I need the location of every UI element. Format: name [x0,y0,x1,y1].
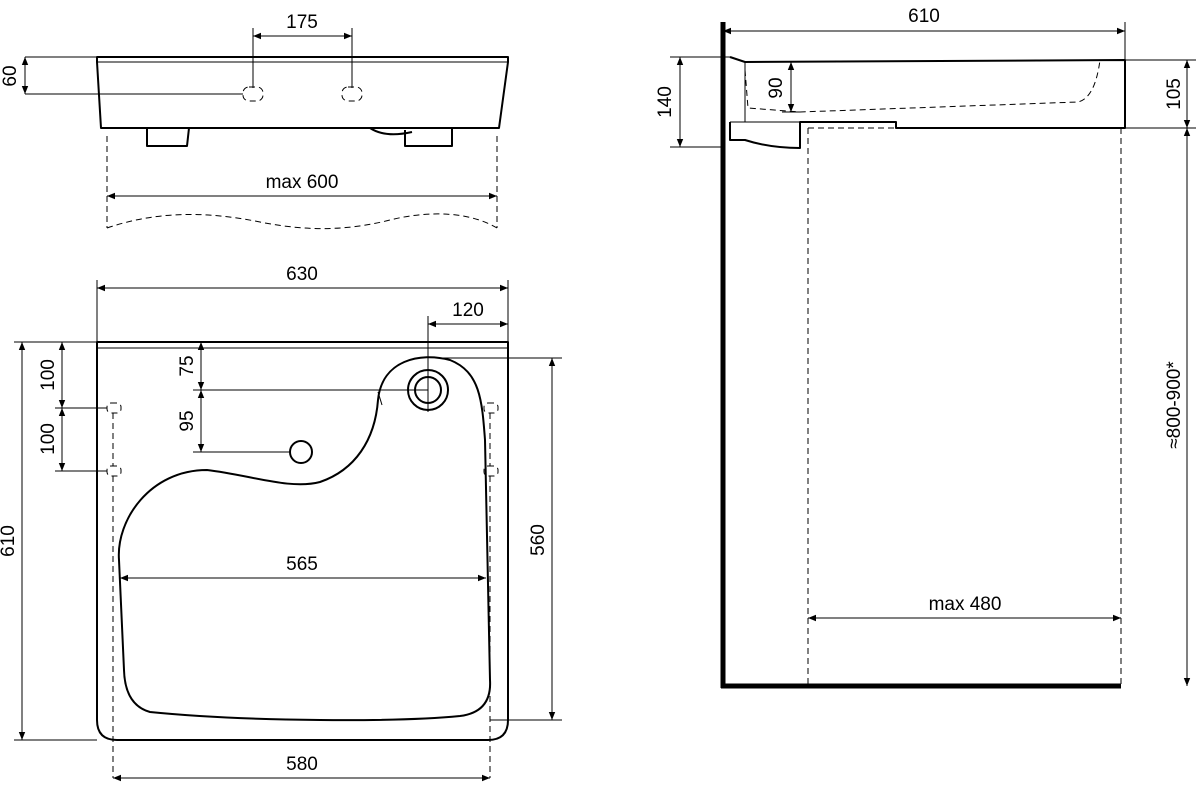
side-view: 610 140 90 105 ≈800-900* max 480 [655,6,1196,689]
dim-top-bracket-1: 100 [38,359,59,391]
top-bracket-hole-1 [106,402,122,414]
front-basin-outline [96,56,509,129]
dim-top-bottom-width: 580 [286,754,318,775]
dim-side-height: 140 [655,86,676,118]
front-left-foot [146,127,190,147]
dim-side-rim: 105 [1164,78,1185,110]
dim-top-inner-depth: 560 [528,524,549,556]
dim-front-height: 60 [0,65,21,86]
dim-top-depth: 610 [0,525,19,557]
front-right-foot [404,128,453,147]
dim-top-bowl-width: 565 [286,554,318,575]
dim-side-depth: 610 [908,6,940,27]
side-basin-outline [729,56,1126,149]
dim-front-max-width: max 600 [266,172,339,193]
top-bracket-hole-3 [483,402,499,414]
side-bowl-hidden [744,59,1101,113]
front-wall-break-line [106,213,498,230]
dim-side-mount-height: ≈800-900* [1164,361,1185,449]
front-drain [369,127,413,136]
top-bracket-hole-2 [106,465,122,477]
top-tap-hole [289,440,313,464]
dim-top-tap-1: 75 [177,355,198,376]
dim-top-tap-2: 95 [177,410,198,431]
dim-top-width: 630 [286,264,318,285]
front-tap-hole-right [341,86,363,102]
front-view: 175 60 max 600 [0,12,509,230]
dim-front-hole-spacing: 175 [286,12,318,33]
top-bracket-hole-4 [483,465,499,477]
top-view: 630 120 610 100 100 75 95 560 565 [0,264,562,782]
top-bowl-outline [117,356,492,722]
dim-side-max-depth: max 480 [929,594,1002,615]
front-tap-hole-left [242,86,264,102]
dim-top-bracket-2: 100 [38,423,59,455]
top-basin-outline [96,341,509,741]
dim-side-inner: 90 [766,77,787,98]
dim-top-overflow-offset: 120 [452,300,484,321]
